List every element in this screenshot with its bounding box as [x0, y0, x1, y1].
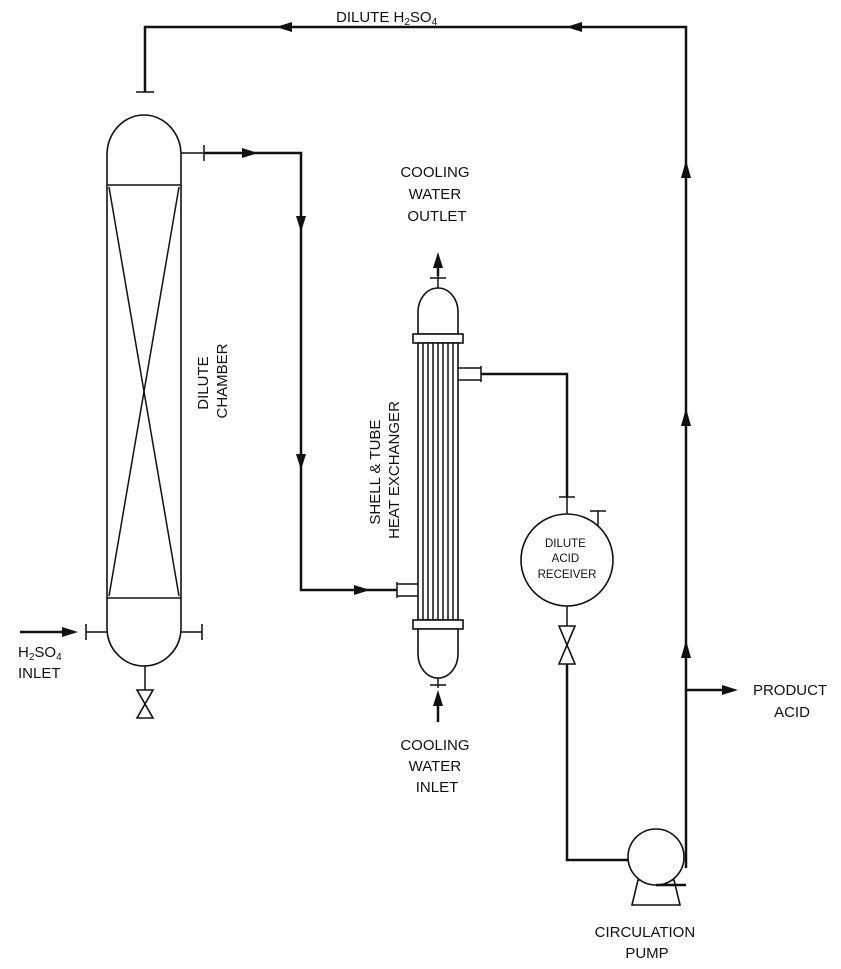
product-acid-line [686, 685, 738, 695]
chamber-side-nozzle [181, 624, 203, 640]
dilute-chamber-label: DILUTE CHAMBER [195, 343, 231, 418]
heat-exchanger-label: SHELL & TUBE HEAT EXCHANGER [367, 401, 403, 539]
circulation-pump [627, 828, 686, 906]
cooling-water-outlet-line [430, 252, 446, 288]
dilute-h2so4-label: DILUTE H2SO4 [336, 9, 438, 28]
chamber-drain-valve [135, 666, 155, 719]
receiver-to-pump-line [565, 664, 656, 862]
heat-exchanger [396, 287, 482, 679]
dilute-acid-receiver-label: DILUTE ACID RECEIVER [538, 538, 597, 581]
chamber-outlet-line [181, 145, 397, 595]
cooling-water-outlet-label: COOLING WATER OUTLET [400, 164, 473, 225]
cooling-water-inlet-label: COOLING WATER INLET [400, 737, 473, 796]
cooling-water-inlet-line [430, 678, 446, 722]
h2so4-inlet-nozzle [20, 624, 107, 640]
product-acid-label: PRODUCT ACID [753, 682, 831, 721]
dilute-return-line [136, 22, 691, 868]
hx-to-receiver-line [481, 372, 575, 515]
dilute-chamber-column [106, 114, 182, 667]
circulation-pump-label: CIRCULATION PUMP [595, 924, 700, 962]
h2so4-inlet-label: H2SO4 INLET [18, 644, 66, 682]
receiver-outlet-valve [557, 606, 577, 665]
